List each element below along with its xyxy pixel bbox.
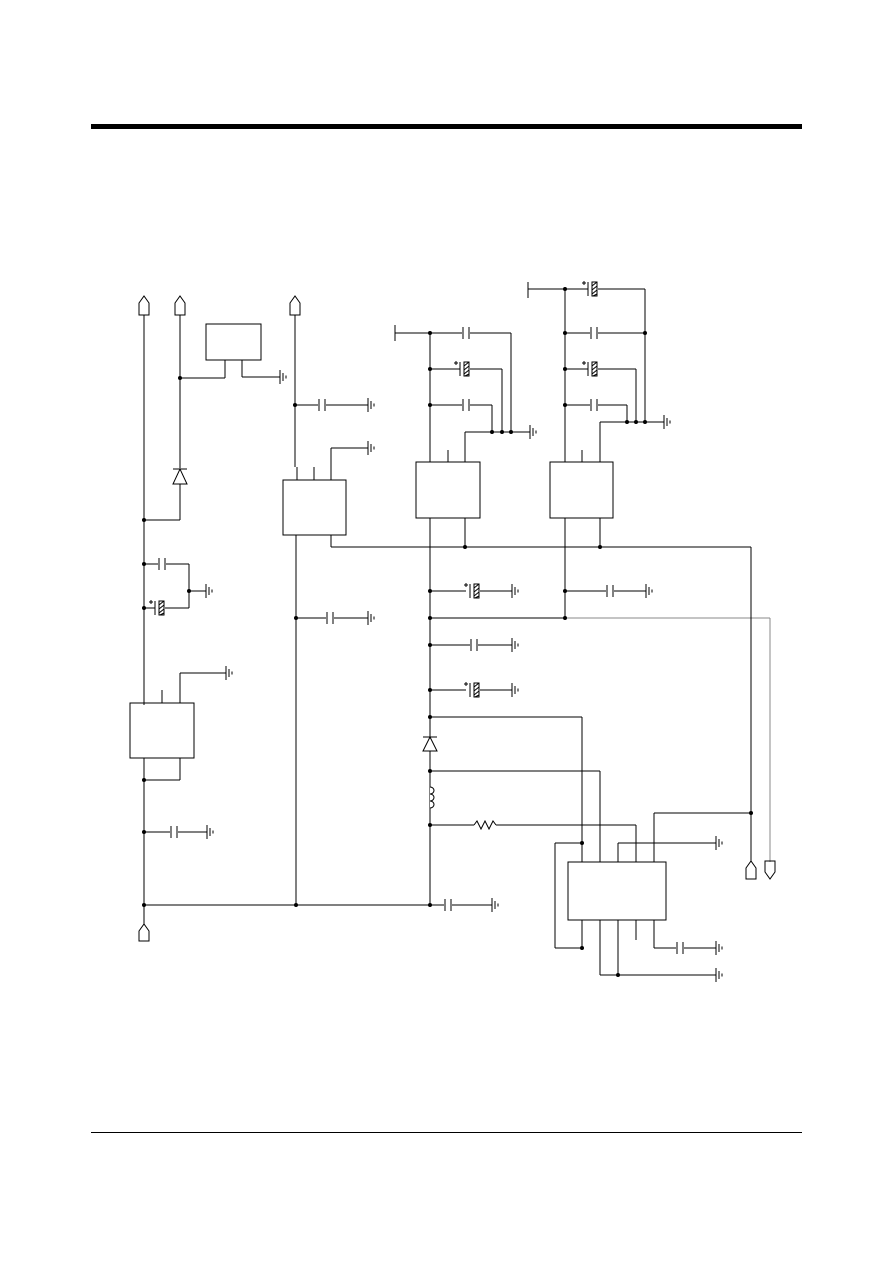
ground-icon [279, 369, 287, 385]
connector-output-1 [745, 860, 757, 880]
ground-icon [511, 583, 519, 599]
diode-2 [422, 735, 438, 752]
connector-input [138, 923, 150, 942]
ground-icon [645, 583, 653, 599]
ground-icon [529, 424, 537, 440]
capacitor-1 [158, 557, 166, 571]
ground-icon [367, 397, 375, 413]
ic-block-small [205, 323, 262, 361]
capacitor-10 [590, 398, 598, 412]
connector-1 [138, 295, 150, 316]
ic-block-regulator-3 [415, 461, 481, 519]
capacitor-7 [462, 398, 470, 412]
polarized-capacitor-3 [463, 582, 480, 599]
ground-icon [715, 967, 723, 983]
capacitor-12 [676, 941, 684, 955]
ic-block-regulator-4 [549, 461, 614, 519]
ic-block-regulator-1 [129, 702, 195, 759]
ground-icon [367, 610, 375, 626]
polarized-capacitor-4 [463, 681, 480, 698]
capacitor-11 [606, 584, 614, 598]
capacitor-9 [590, 326, 598, 340]
capacitor-4 [318, 398, 326, 412]
capacitor-3 [444, 898, 452, 912]
ic-block-boost-controller [567, 861, 667, 921]
connector-output-2 [764, 860, 776, 880]
capacitor-5 [326, 611, 334, 625]
connector-3 [289, 295, 301, 316]
inductor-1 [429, 786, 435, 809]
ic-block-regulator-2 [282, 479, 347, 536]
connector-2 [174, 295, 186, 316]
capacitor-2 [170, 825, 178, 839]
diode-1 [172, 467, 188, 485]
ground-icon [715, 940, 723, 956]
ground-icon [511, 682, 519, 698]
ground-icon [663, 414, 671, 430]
capacitor-6 [462, 326, 470, 340]
capacitor-8 [470, 638, 478, 652]
footer-rule [91, 1132, 802, 1133]
resistor-1 [473, 819, 497, 831]
ground-icon [205, 583, 213, 599]
ground-icon [206, 824, 214, 840]
header-rule [91, 124, 802, 129]
ground-icon [715, 835, 723, 851]
ground-icon [367, 440, 375, 456]
ground-icon [225, 665, 233, 681]
ground-icon [491, 897, 499, 913]
ground-icon [511, 637, 519, 653]
